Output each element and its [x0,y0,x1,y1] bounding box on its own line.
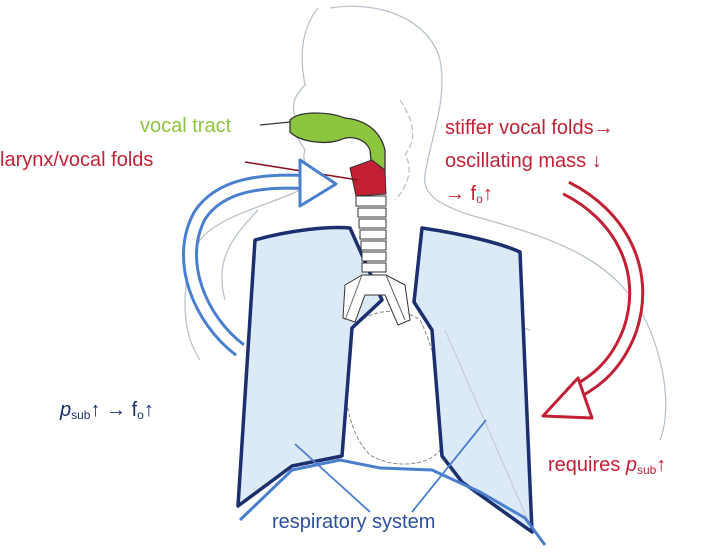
larynx-shape [349,159,387,197]
psub-sub: sub [71,408,91,422]
requires-p: p [625,454,637,476]
right-lung [412,226,534,534]
oscillating-mass-label: oscillating mass ↓ [445,150,602,172]
psub-fo-label: psub↑ → fo↑ [60,400,154,421]
psub-end: ↑ [143,399,154,421]
requires-psub-label: requires psub↑ [548,455,666,476]
requires-sub: sub [636,463,657,477]
fo-increase-label: → fo↑ [445,184,493,205]
psub-fo-sub: o [137,408,144,422]
red-curved-arrow [541,180,645,420]
blue-curved-arrow [182,158,338,357]
fo-prefix: → f [445,183,477,205]
psub-rest: ↑ → f [90,399,138,421]
diaphragm [238,419,547,546]
fo-suffix: ↑ [482,183,493,205]
stiffer-folds-label: stiffer vocal folds→ [445,117,614,139]
requires-end: ↑ [656,454,667,476]
heart-outline [344,310,443,465]
respiratory-system-label: respiratory system [272,511,436,533]
fo-sub: o [476,192,483,206]
requires-prefix: requires [548,454,626,476]
larynx-label: larynx/vocal folds [0,149,154,171]
trachea [342,195,411,326]
vocal-tract-label: vocal tract [140,115,232,137]
psub-p: p [60,399,72,421]
